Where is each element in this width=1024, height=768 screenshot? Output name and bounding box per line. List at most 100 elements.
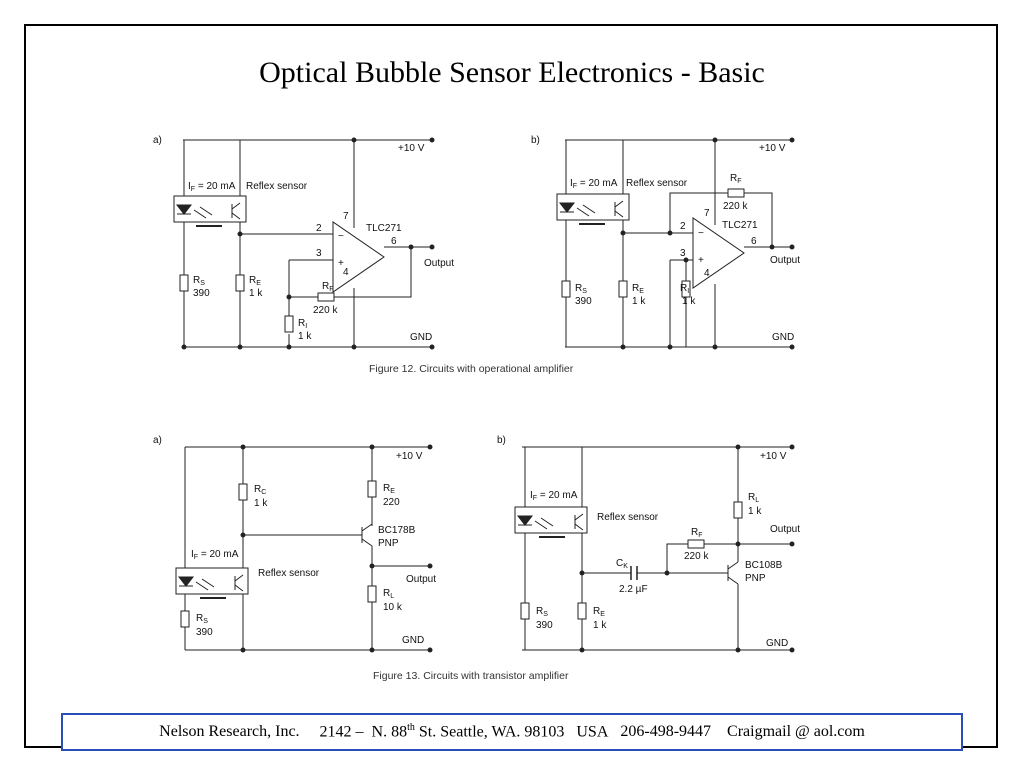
fig12b-opamp-label: TLC271 xyxy=(722,220,758,231)
fig12a-node-out xyxy=(408,244,414,250)
fig12a-panel-label: a) xyxy=(153,135,162,146)
fig13b-output-terminal xyxy=(789,541,795,547)
fig12a-output-terminal xyxy=(429,244,435,250)
fig12a-vcc-terminal xyxy=(429,137,435,143)
fig12a-rf-resistor xyxy=(317,292,335,302)
fig12a-node-gnd0 xyxy=(181,344,187,350)
fig13a-rc-label: RC xyxy=(254,484,266,496)
fig13a-node-out xyxy=(369,563,375,569)
fig13b-rs-label: RS xyxy=(536,606,548,618)
fig12b-vcc-label: +10 V xyxy=(759,143,786,154)
fig12a-ri-label: RI xyxy=(298,318,307,330)
fig12a-re-resistor xyxy=(235,274,245,292)
fig12b-pin4: 4 xyxy=(704,268,710,279)
fig12a-pin4: 4 xyxy=(343,267,349,278)
fig12a-opamp-wires xyxy=(240,140,432,347)
fig13b-led-icon xyxy=(516,515,534,526)
fig12b-node-out xyxy=(769,244,775,250)
fig13-caption: Figure 13. Circuits with transistor ampl… xyxy=(373,670,569,682)
fig13a-node-vcc1 xyxy=(240,444,246,450)
fig13a-gnd-terminal xyxy=(427,647,433,653)
fig12b-node-gnd1 xyxy=(620,344,626,350)
fig12a-re-label: RE xyxy=(249,275,261,287)
fig12a-output-label: Output xyxy=(424,258,454,269)
fig12b-pin2: 2 xyxy=(680,221,686,232)
fig13b-node-gnd2 xyxy=(735,647,741,653)
fig13b-ck-value: 2.2 µF xyxy=(619,584,648,595)
fig13a-led-icon xyxy=(177,576,195,587)
fig13b-rf-resistor xyxy=(687,539,705,549)
fig12b-gnd-label: GND xyxy=(772,332,794,343)
fig13b-node-vcc xyxy=(735,444,741,450)
fig13a-light-arrows-icon xyxy=(195,578,215,591)
fig12b-re-value: 1 k xyxy=(632,296,646,307)
fig13b-panel-label: b) xyxy=(497,435,506,446)
fig12a-phototransistor-icon xyxy=(231,202,241,220)
fig13b-vcc-label: +10 V xyxy=(760,451,787,462)
fig12a-rf-label: RF xyxy=(322,281,334,293)
fig12b-opamp-wires xyxy=(623,140,792,347)
fig12b-opamp-triangle xyxy=(692,217,745,289)
fig13b-q-type: PNP xyxy=(745,573,766,584)
fig12b-reflex-sensor xyxy=(556,193,630,221)
fig12a-ri-resistor xyxy=(284,315,294,333)
fig12a-sensor-label: Reflex sensor xyxy=(246,181,308,192)
fig13a-q-label: BC178B xyxy=(378,525,416,536)
fig12b-re-label: RE xyxy=(632,283,644,295)
fig12b-pin3: 3 xyxy=(680,248,686,259)
fig12b-ri-value: 1 k xyxy=(682,296,696,307)
fig12a-pin6: 6 xyxy=(391,236,397,247)
fig13b-rl-label: RL xyxy=(748,492,759,504)
fig13a-q-type: PNP xyxy=(378,538,399,549)
fig13b-gnd-terminal xyxy=(789,647,795,653)
fig13a-transistor-wires xyxy=(243,447,430,650)
fig12b-pin7: 7 xyxy=(704,208,710,219)
fig13b-light-arrows-icon xyxy=(534,517,554,530)
fig12a-rs-value: 390 xyxy=(193,288,210,299)
fig12a-vcc-label: +10 V xyxy=(398,143,425,154)
fig13a-node-gnd1 xyxy=(240,647,246,653)
fig12b-ri-label: RI xyxy=(680,283,689,295)
footer-contact-bar: Nelson Research, Inc. 2142 – N. 88th St.… xyxy=(61,713,963,751)
fig13a-node-gnd2 xyxy=(369,647,375,653)
fig13b-re-value: 1 k xyxy=(593,620,607,631)
fig12b-phototransistor-icon xyxy=(614,200,624,218)
fig12b-light-arrows-icon xyxy=(576,204,596,217)
fig12a-node-gnd1 xyxy=(237,344,243,350)
fig12b-rs-label: RS xyxy=(575,283,587,295)
fig12b-output-label: Output xyxy=(770,255,800,266)
fig12a-node-gnd2 xyxy=(351,344,357,350)
fig13b-node-gnd1 xyxy=(579,647,585,653)
fig13b-q-label: BC108B xyxy=(745,560,783,571)
fig12a-node-rf xyxy=(286,294,292,300)
fig12b-if-label: IF = 20 mA xyxy=(570,178,618,190)
fig12a-opamp-triangle xyxy=(332,221,385,293)
fig12a-rs-label: RS xyxy=(193,275,205,287)
fig12b-pin6: 6 xyxy=(751,236,757,247)
fig12a-rf-value: 220 k xyxy=(313,305,338,316)
fig13b-re-resistor xyxy=(577,602,587,620)
fig13b-node-base xyxy=(664,570,670,576)
fig13a-re-resistor xyxy=(367,480,377,498)
fig12a-gnd-label: GND xyxy=(410,332,432,343)
fig13a-panel-label: a) xyxy=(153,435,162,446)
fig13a-rl-value: 10 k xyxy=(383,602,403,613)
fig12b-rs-resistor xyxy=(561,280,571,298)
fig12a-rs-resistor xyxy=(179,274,189,292)
fig12a-opamp-label: TLC271 xyxy=(366,223,402,234)
fig13a-vcc-terminal xyxy=(427,444,433,450)
fig12b-re-resistor xyxy=(618,280,628,298)
fig12a-reflex-sensor xyxy=(173,195,247,223)
fig13b-re-label: RE xyxy=(593,606,605,618)
slide-title: Optical Bubble Sensor Electronics - Basi… xyxy=(259,56,765,89)
fig12b-sensor-label: Reflex sensor xyxy=(626,178,688,189)
fig12b-gnd-terminal xyxy=(789,344,795,350)
fig12a-ri-value: 1 k xyxy=(298,331,312,342)
fig12a-led-icon xyxy=(175,204,193,215)
fig12b-node-vcc xyxy=(712,137,718,143)
fig12b-panel-label: b) xyxy=(531,135,540,146)
fig13b-if-label: IF = 20 mA xyxy=(530,490,578,502)
fig12b-opamp-plus: + xyxy=(698,255,704,266)
fig12b-opamp-minus: − xyxy=(698,228,704,239)
fig13a-vcc-label: +10 V xyxy=(396,451,423,462)
